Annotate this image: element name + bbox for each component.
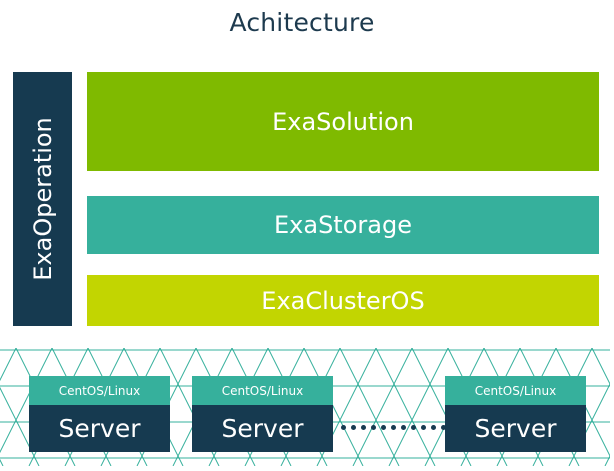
ellipsis-dot	[391, 425, 396, 430]
ellipsis-connector	[333, 424, 446, 432]
ellipsis-dot	[361, 425, 366, 430]
mesh-diagonal-line	[0, 348, 53, 454]
exaoperation-bar: ExaOperation	[13, 72, 72, 326]
server-label: Server	[445, 405, 586, 452]
ellipsis-dot	[441, 425, 446, 430]
ellipsis-dot	[341, 425, 346, 430]
exasolution-layer: ExaSolution	[87, 72, 599, 171]
server-node-1: CentOS/Linux Server	[29, 376, 170, 452]
exastorage-label: ExaStorage	[274, 211, 412, 239]
exasolution-label: ExaSolution	[272, 107, 414, 136]
ellipsis-dot	[351, 425, 356, 430]
ellipsis-dot	[411, 425, 416, 430]
server-node-2: CentOS/Linux Server	[192, 376, 333, 452]
mesh-diagonal-line	[339, 348, 400, 466]
server-label: Server	[192, 405, 333, 452]
server-os-label: CentOS/Linux	[29, 376, 170, 405]
ellipsis-dot	[381, 425, 386, 430]
server-label: Server	[29, 405, 170, 452]
mesh-diagonal-line	[0, 348, 17, 382]
mesh-diagonal-line	[591, 348, 610, 386]
server-os-label: CentOS/Linux	[445, 376, 586, 405]
mesh-diagonal-line	[375, 348, 436, 466]
server-os-label: CentOS/Linux	[192, 376, 333, 405]
ellipsis-dot	[431, 425, 436, 430]
server-node-3: CentOS/Linux Server	[445, 376, 586, 452]
exaclusteros-label: ExaClusterOS	[261, 286, 425, 315]
exaoperation-label: ExaOperation	[28, 117, 57, 281]
mesh-diagonal-line	[352, 348, 413, 466]
mesh-diagonal-line	[388, 348, 449, 466]
mesh-diagonal-line	[303, 348, 364, 466]
ellipsis-dot	[401, 425, 406, 430]
ellipsis-dot	[371, 425, 376, 430]
exaclusteros-layer: ExaClusterOS	[87, 275, 599, 326]
exastorage-layer: ExaStorage	[87, 196, 599, 254]
diagram-title: Achitecture	[229, 8, 375, 37]
ellipsis-dot	[421, 425, 426, 430]
